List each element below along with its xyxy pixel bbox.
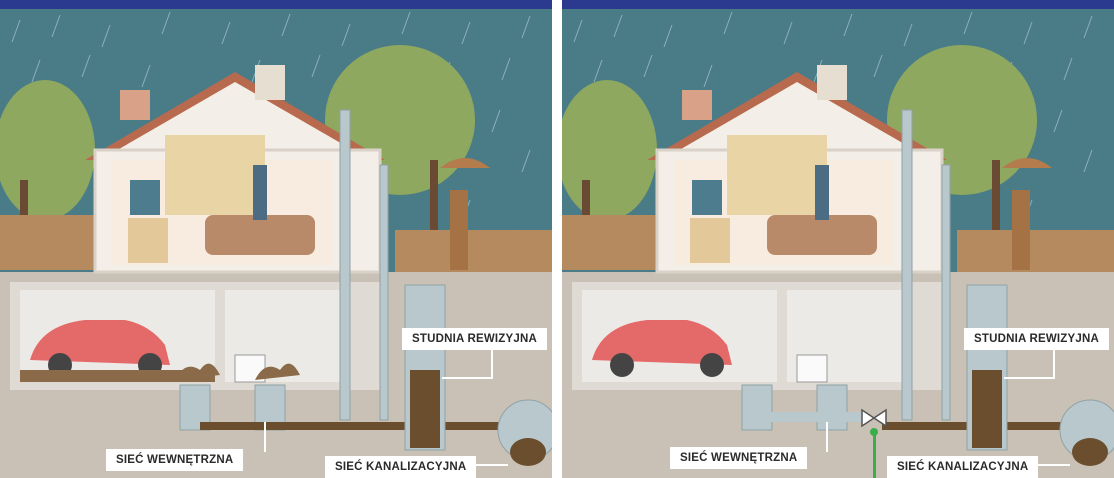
label-internal-network: SIEĆ WEWNĘTRZNA (670, 447, 808, 469)
umbrella-icon (1002, 158, 1052, 168)
tv (130, 180, 160, 215)
tv (692, 180, 722, 215)
flood-sludge (20, 370, 215, 382)
label-inspection-well: STUDNIA REWIZYJNA (964, 328, 1110, 350)
chimney (120, 90, 150, 120)
person-umbrella (450, 190, 468, 270)
label-sewer-network: SIEĆ KANALIZACYJNA (887, 456, 1039, 478)
label-internal-network: SIEĆ WEWNĘTRZNA (106, 449, 244, 471)
umbrella-icon (440, 158, 490, 168)
label-sewer-network: SIEĆ KANALIZACYJNA (325, 456, 477, 478)
flooded-house-illustration (0, 0, 552, 478)
car (592, 320, 732, 365)
label-inspection-well: STUDNIA REWIZYJNA (402, 328, 548, 350)
top-bar (0, 0, 552, 9)
sofa (205, 215, 315, 255)
valve-indicator-line (873, 432, 876, 478)
cabinet (690, 218, 730, 263)
person-standing (253, 165, 267, 220)
sofa (767, 215, 877, 255)
panel-right: STUDNIA REWIZYJNA SIEĆ WEWNĘTRZNA SIEĆ K… (562, 0, 1114, 478)
person-umbrella (1012, 190, 1030, 270)
vent-pipe (339, 109, 351, 421)
car (30, 320, 170, 365)
chimney (682, 90, 712, 120)
sewer-line (200, 422, 520, 430)
panel-left: STUDNIA REWIZYJNA SIEĆ WEWNĘTRZNA SIEĆ K… (0, 0, 552, 478)
backflow-valve-icon (861, 408, 887, 428)
curtain (165, 135, 265, 215)
curtain (727, 135, 827, 215)
drain-pipe-2 (816, 384, 848, 431)
person-standing (815, 165, 829, 220)
fence (0, 215, 110, 270)
protected-house-illustration (562, 0, 1114, 478)
top-bar (562, 0, 1114, 9)
washing-machine (796, 354, 828, 383)
drain-pipe-1 (741, 384, 773, 431)
vent-pipe (901, 109, 913, 421)
fence (562, 215, 672, 270)
cabinet (128, 218, 168, 263)
